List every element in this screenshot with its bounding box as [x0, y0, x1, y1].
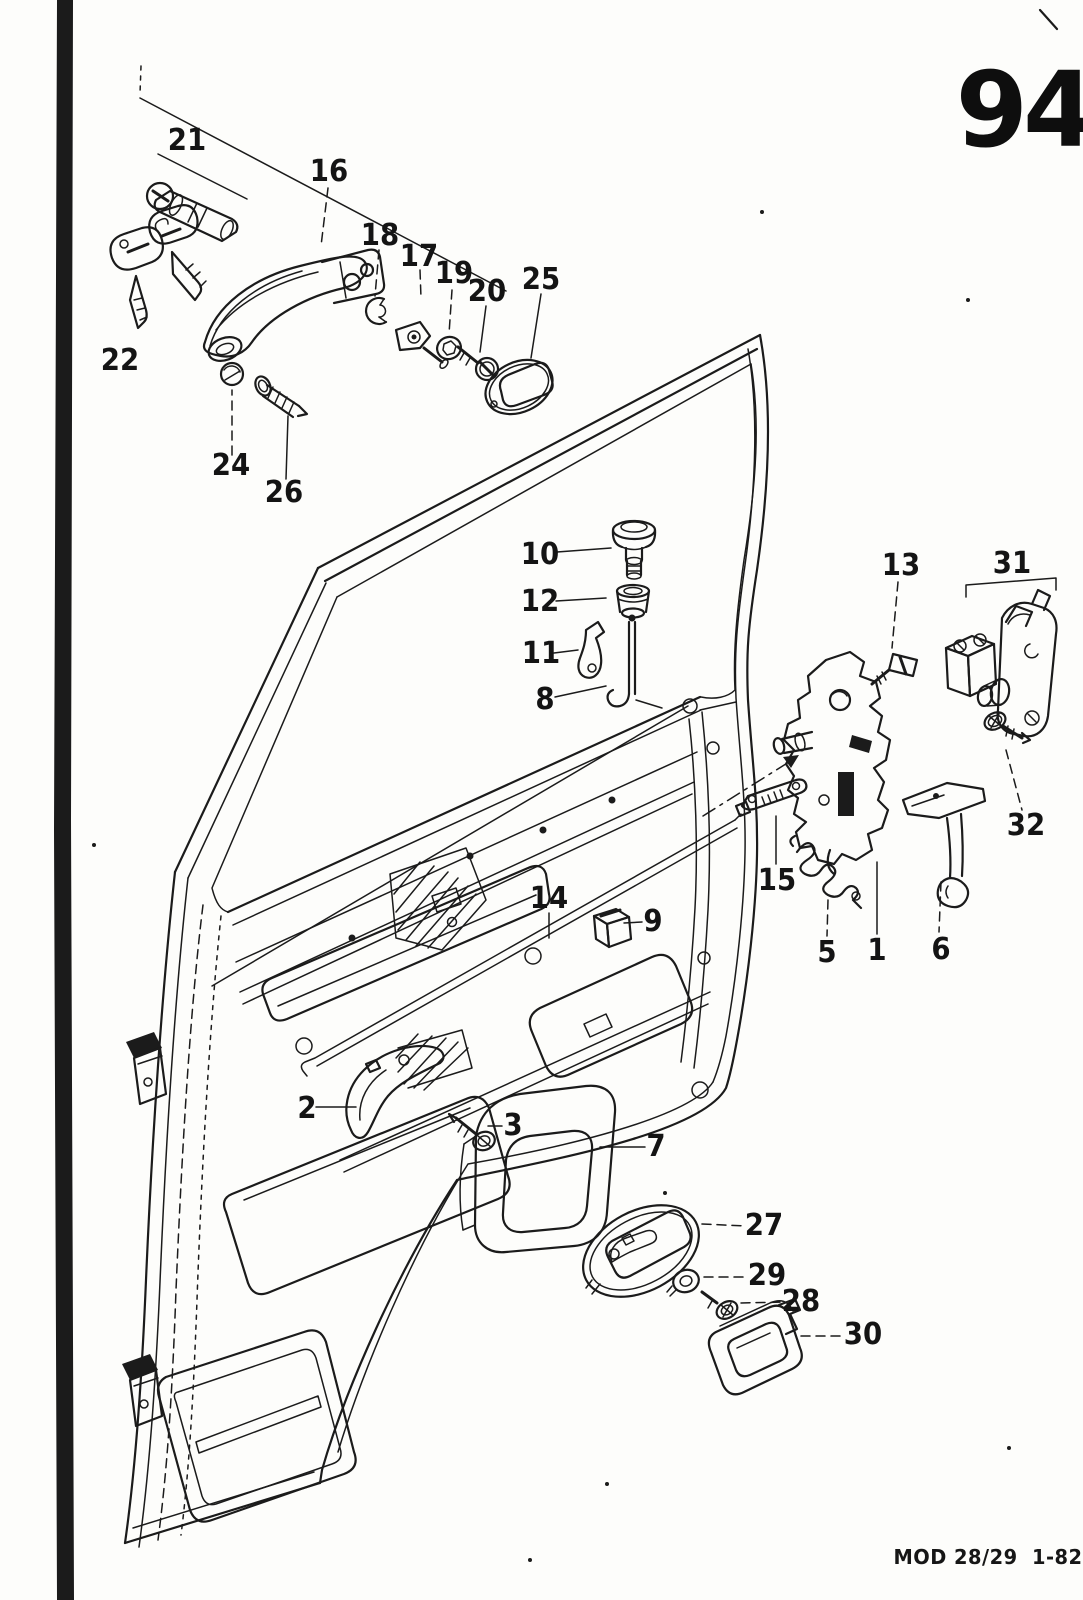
leader-lines: [139, 65, 1057, 1337]
part-callout-10: 10: [520, 537, 560, 572]
part-callout-11: 11: [521, 636, 561, 671]
inner-panel-details: [156, 698, 742, 1523]
part-callout-30: 30: [843, 1317, 883, 1352]
door-body: [122, 333, 770, 1548]
part-callout-2: 2: [297, 1091, 317, 1126]
part-14-lock-rod: [300, 813, 742, 1077]
part-19-washer: [436, 335, 462, 361]
part-callout-24: 24: [211, 448, 251, 483]
part-callout-26: 26: [264, 475, 304, 510]
part-callout-18: 18: [360, 218, 400, 253]
part-callout-7: 7: [646, 1129, 666, 1164]
part-7-armrest-pad: [459, 1084, 617, 1254]
part-6-lock-bracket: [901, 781, 987, 909]
part-24-bushing: [219, 361, 245, 387]
part-callout-6: 6: [931, 932, 951, 967]
part-13-screw: [870, 652, 919, 686]
door-hinge-lower: [122, 1354, 164, 1428]
part-17-lever-bracket: [394, 320, 449, 370]
part-26-expansion-screw: [254, 375, 309, 419]
part-29-washer: [666, 1268, 700, 1297]
part-16-outer-door-handle: [202, 248, 386, 362]
part-30-handle-cup: [707, 1297, 803, 1396]
part-callout-8: 8: [535, 682, 555, 717]
part-callout-15: 15: [757, 863, 797, 898]
door-hinge-upper: [126, 1032, 168, 1106]
part-10-lock-knob: [611, 519, 657, 580]
part-28-screw: [700, 1290, 739, 1320]
part-2-inner-release-handle: [345, 1029, 473, 1139]
part-callout-13: 13: [881, 548, 921, 583]
part-callout-19: 19: [434, 256, 474, 291]
part-8-lock-rod: [606, 614, 663, 709]
part-callout-32: 32: [1006, 808, 1046, 843]
part-callout-22: 22: [100, 343, 140, 378]
part-15-release-lever: [734, 778, 808, 818]
part-callout-25: 25: [521, 262, 561, 297]
part-callout-28: 28: [781, 1284, 821, 1319]
part-callout-5: 5: [817, 935, 837, 970]
part-callout-9: 9: [643, 904, 663, 939]
part-callout-27: 27: [744, 1208, 784, 1243]
part-31-striker-assembly: [944, 588, 1058, 738]
part-22-keys: [109, 204, 207, 330]
part-27-inner-handle-bezel: [582, 1204, 700, 1298]
part-3-screw: [447, 1112, 496, 1152]
page-number: 94: [955, 49, 1083, 171]
part-callout-14: 14: [529, 881, 569, 916]
part-5-spring: [789, 834, 863, 910]
part-11-clip: [577, 620, 606, 679]
part-callout-16: 16: [309, 154, 349, 189]
part-20-screw: [456, 345, 500, 382]
part-9-clip-nut: [592, 907, 633, 949]
part-callout-17: 17: [399, 239, 439, 274]
part-callout-29: 29: [747, 1258, 787, 1293]
part-callout-1: 1: [867, 933, 887, 968]
part-callout-3: 3: [503, 1108, 523, 1143]
part-25-handle-gasket: [484, 358, 554, 416]
part-18-clip: [364, 296, 388, 326]
part-callout-20: 20: [467, 274, 507, 309]
part-21-lock-cylinder: [145, 181, 239, 243]
part-callout-31: 31: [992, 546, 1032, 581]
part-callout-12: 12: [520, 584, 560, 619]
part-callout-21: 21: [167, 123, 207, 158]
scan-specks: [92, 8, 1059, 1562]
footer-code: MOD 28/29 1-82: [893, 1545, 1083, 1569]
part-12-grommet: [615, 583, 651, 619]
part-1-door-latch: [772, 650, 892, 876]
binding-edge-bar: [54, 0, 74, 1600]
part-32-screw: [983, 711, 1032, 745]
